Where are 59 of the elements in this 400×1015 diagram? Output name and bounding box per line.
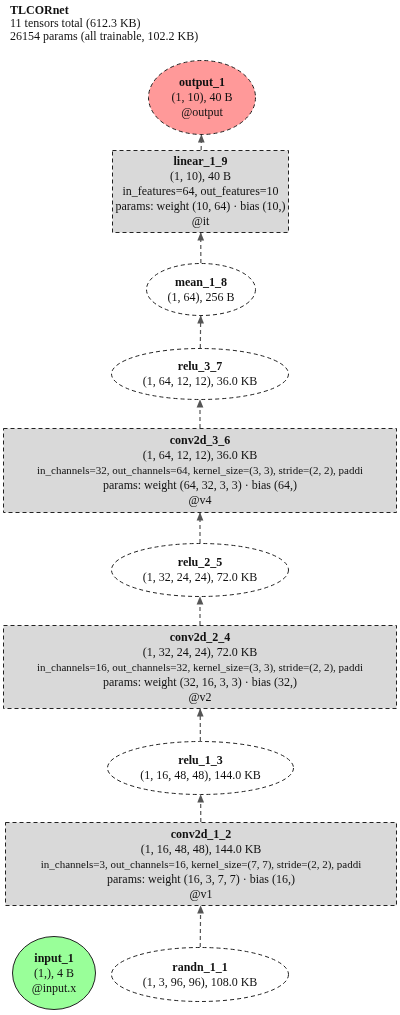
tensor-ellipse	[111, 348, 289, 400]
node-detail: (1, 10), 40 B	[171, 90, 233, 105]
node-title: linear_1_9	[173, 154, 228, 169]
node-title: relu_2_5	[177, 555, 223, 570]
tensor-ellipse	[12, 936, 96, 1010]
node-title: relu_1_3	[178, 753, 223, 768]
node-title: conv2d_2_4	[169, 629, 231, 645]
layer-box	[112, 150, 289, 233]
node-detail: in_channels=3, out_channels=16, kernel_size=(7, 7), stride=(2, 2), paddi	[40, 856, 362, 872]
tensor-ellipse	[107, 741, 294, 795]
node-detail: (1, 3, 96, 96), 108.0 KB	[142, 974, 258, 990]
node-title: conv2d_1_2	[170, 826, 232, 842]
node-detail: @input.x	[31, 980, 77, 996]
node-detail: (1, 64), 256 B	[167, 289, 235, 305]
arrow	[196, 708, 204, 742]
node-title: relu_3_7	[177, 359, 223, 374]
node-detail: params: weight (10, 64) · bias (10,)	[115, 199, 286, 214]
tensor-ellipse	[111, 543, 289, 597]
node-detail: @v4	[188, 493, 212, 508]
arrow	[196, 512, 204, 544]
summary-text: 11 tensors total (612.3 KB)	[10, 17, 141, 30]
tensor-ellipse	[111, 947, 289, 1002]
node-detail: (1, 32, 24, 24), 72.0 KB	[142, 644, 258, 660]
tensor-ellipse	[146, 263, 256, 316]
node-title: conv2d_3_6	[169, 433, 231, 448]
node-detail: (1, 16, 48, 48), 144.0 KB	[140, 768, 261, 783]
node-title: mean_1_8	[175, 274, 227, 290]
node-detail: (1, 10), 40 B	[170, 169, 231, 184]
node-detail: (1, 64, 12, 12), 36.0 KB	[142, 448, 258, 463]
node-detail: (1,), 4 B	[34, 965, 74, 981]
node-detail: in_channels=16, out_channels=32, kernel_size=(3, 3), stride=(2, 2), paddi	[37, 659, 363, 675]
node-title: randn_1_1	[172, 959, 228, 975]
layer-box	[3, 625, 397, 709]
node-detail: @v2	[188, 689, 212, 705]
node-detail: in_channels=32, out_channels=64, kernel_size=(3, 3), stride=(2, 2), paddi	[37, 463, 363, 478]
node-title: input_1	[34, 950, 74, 966]
arrow	[197, 315, 204, 349]
arrow	[197, 794, 205, 823]
arrow	[197, 905, 204, 948]
diagram-title: TLCORnet	[10, 4, 69, 17]
layer-box	[3, 428, 397, 513]
node-detail: (1, 64, 12, 12), 36.0 KB	[142, 374, 258, 389]
arrow	[197, 232, 205, 264]
node-detail: params: weight (64, 32, 3, 3) · bias (64,)	[103, 478, 297, 493]
arrow	[196, 596, 204, 626]
layer-box	[5, 822, 397, 906]
summary-text: 26154 params (all trainable, 102.2 KB)	[10, 30, 199, 43]
node-detail: (1, 16, 48, 48), 144.0 KB	[140, 841, 262, 857]
node-title: output_1	[179, 75, 225, 90]
node-detail: @it	[191, 214, 210, 229]
arrow	[196, 399, 204, 429]
arrow	[197, 134, 205, 151]
tensor-ellipse	[148, 60, 256, 135]
node-detail: params: weight (32, 16, 3, 3) · bias (32,)	[103, 674, 297, 690]
node-detail: in_features=64, out_features=10	[122, 184, 279, 199]
node-detail: (1, 32, 24, 24), 72.0 KB	[142, 570, 258, 585]
node-detail: params: weight (16, 3, 7, 7) · bias (16,)	[107, 871, 295, 887]
node-detail: @v1	[189, 886, 213, 902]
node-detail: @output	[181, 105, 223, 120]
